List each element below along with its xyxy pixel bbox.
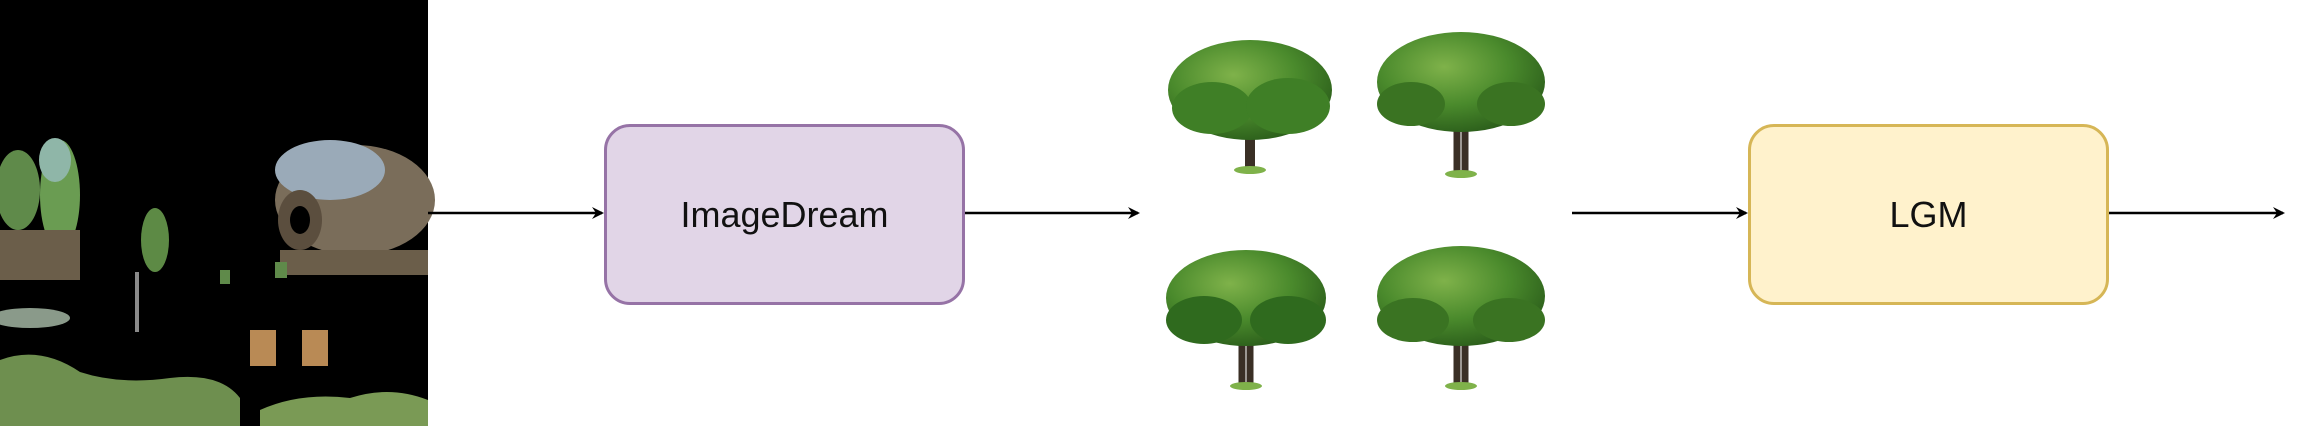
scene-foliage-left (0, 138, 169, 328)
scene-tree-right (275, 140, 435, 275)
tree-icon (1166, 250, 1326, 390)
tree-icon (1377, 32, 1545, 178)
input-scene-image (0, 0, 435, 426)
scene-chairs (250, 330, 328, 366)
lgm-node: LGM (1748, 124, 2109, 305)
tree-icon (1168, 40, 1332, 174)
imagedream-label: ImageDream (680, 193, 889, 235)
tree-icon (1377, 246, 1545, 390)
imagedream-node: ImageDream (604, 124, 965, 305)
scene-bushes (0, 354, 428, 426)
multiview-images (1166, 32, 1545, 390)
lgm-label: LGM (1889, 193, 1968, 235)
